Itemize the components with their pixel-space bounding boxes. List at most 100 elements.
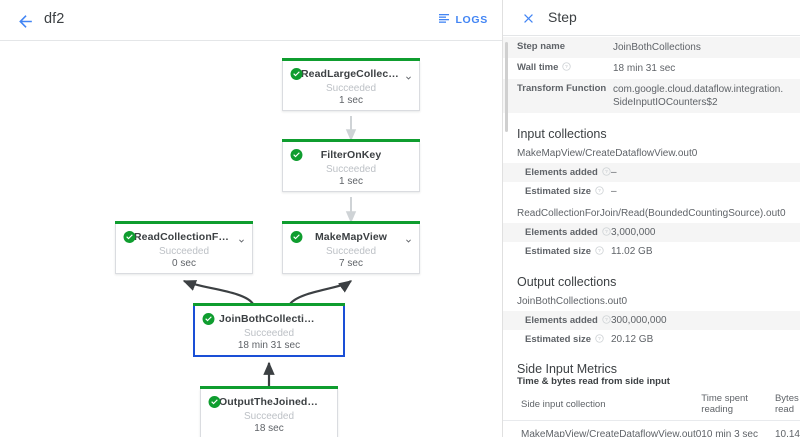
node-title: ReadLargeCollectionFr… — [301, 68, 401, 80]
metric-row: Elements added ? – — [503, 163, 800, 182]
node-header: ReadLargeCollectionFr… — [283, 64, 419, 84]
check-circle-icon — [290, 231, 303, 244]
cell-side-input-collection: MakeMapView/CreateDataflowView.out0 — [503, 420, 702, 437]
check-circle-icon — [290, 68, 303, 81]
node-status-accent — [282, 221, 420, 224]
node-elapsed-time: 7 sec — [339, 258, 363, 269]
job-graph-canvas[interactable]: ReadLargeCollectionFr… Succeeded 1 sec F… — [0, 41, 502, 437]
step-details-pane: Step Step name JoinBothCollections Wall … — [503, 0, 800, 437]
svg-text:?: ? — [605, 229, 608, 235]
side-input-metrics-table: Side input collection Time spent reading… — [503, 390, 800, 437]
svg-text:?: ? — [565, 64, 568, 70]
side-input-metrics-title: Side Input Metrics — [517, 362, 618, 376]
output-collections-title: Output collections — [517, 275, 617, 289]
side-input-metrics-subtitle: Time & bytes read from side input — [517, 376, 670, 387]
graph-edges — [182, 116, 357, 387]
node-elapsed-time: 1 sec — [339, 95, 363, 106]
chevron-down-icon[interactable] — [404, 233, 413, 243]
cell-bytes-read: 10.14 GB — [774, 420, 800, 437]
column-header-side-input-collection: Side input collection — [503, 390, 702, 421]
node-status-text: Succeeded — [243, 411, 295, 422]
panel-scrollbar[interactable] — [505, 42, 508, 132]
logs-list-icon — [438, 11, 450, 29]
step-summary-table: Step name JoinBothCollections Wall time … — [503, 37, 800, 113]
graph-node-filter-on-key[interactable]: FilterOnKey Succeeded 1 sec — [282, 139, 420, 192]
node-title: ReadCollectionForJoin — [134, 231, 234, 243]
summary-key-cell: Wall time ? — [503, 58, 613, 79]
input-collection-name: ReadCollectionForJoin/Read(BoundedCounti… — [517, 208, 786, 219]
input-collection-name: MakeMapView/CreateDataflowView.out0 — [517, 148, 698, 159]
metric-value: 11.02 GB — [611, 246, 653, 257]
graph-node-read-large-collection[interactable]: ReadLargeCollectionFr… Succeeded 1 sec — [282, 58, 420, 111]
summary-value: JoinBothCollections — [613, 42, 701, 53]
graph-node-make-map-view[interactable]: MakeMapView Succeeded 7 sec — [282, 221, 420, 274]
node-status-accent — [282, 139, 420, 142]
job-graph-pane: df2 LOGS — [0, 0, 502, 437]
close-icon[interactable] — [518, 8, 538, 28]
table-row: MakeMapView/CreateDataflowView.out0 10 m… — [503, 420, 800, 437]
metric-row: Estimated size ? 11.02 GB — [503, 242, 800, 261]
column-header-bytes-read: Bytes read — [774, 390, 800, 421]
input-collection-metrics: Elements added ? 3,000,000 Estimated siz… — [503, 223, 800, 261]
svg-text:?: ? — [605, 169, 608, 175]
metric-key-cell: Elements added ? — [503, 311, 611, 330]
metric-key-cell: Elements added ? — [503, 163, 611, 182]
metric-value: – — [611, 186, 617, 197]
node-elapsed-time: 18 min 31 sec — [237, 340, 301, 351]
top-app-bar: df2 LOGS — [0, 0, 502, 41]
node-header: FilterOnKey — [283, 145, 419, 165]
column-header-time-spent-reading: Time spent reading — [701, 390, 775, 421]
node-status-text: Succeeded — [325, 83, 377, 94]
step-panel-body: Step name JoinBothCollections Wall time … — [503, 37, 800, 437]
svg-text:?: ? — [598, 336, 601, 342]
output-collection-name: JoinBothCollections.out0 — [517, 296, 628, 307]
summary-key: Step name — [517, 41, 566, 52]
metric-row: Estimated size ? 20.12 GB — [503, 330, 800, 349]
graph-node-output-the-joined-collection[interactable]: OutputTheJoinedCollec… Succeeded 18 sec — [200, 386, 338, 437]
metric-key: Elements added — [525, 227, 598, 238]
node-title: JoinBothCollections — [219, 313, 319, 325]
metric-row: Elements added ? 3,000,000 — [503, 223, 800, 242]
node-status-accent — [200, 386, 338, 389]
check-circle-icon — [208, 396, 221, 409]
metric-key: Estimated size — [525, 246, 591, 257]
node-header: ReadCollectionForJoin — [116, 227, 252, 247]
step-panel-title: Step — [548, 9, 577, 25]
cell-time-spent-reading: 10 min 3 sec — [701, 420, 775, 437]
graph-node-join-both-collections[interactable]: JoinBothCollections Succeeded 18 min 31 … — [193, 303, 345, 357]
node-status-accent — [282, 58, 420, 61]
table-header-row: Side input collection Time spent reading… — [503, 390, 800, 421]
summary-key-cell: Transform Function — [503, 79, 613, 113]
graph-node-read-collection-for-join[interactable]: ReadCollectionForJoin Succeeded 0 sec — [115, 221, 253, 274]
node-elapsed-time: 0 sec — [172, 258, 196, 269]
node-header: MakeMapView — [283, 227, 419, 247]
node-status-text: Succeeded — [243, 328, 295, 339]
node-header: JoinBothCollections — [195, 309, 343, 329]
summary-value: 18 min 31 sec — [613, 63, 676, 74]
summary-key-cell: Step name — [503, 37, 613, 58]
step-panel-header: Step — [503, 0, 800, 36]
node-status-accent — [193, 303, 345, 306]
logs-label: LOGS — [455, 14, 488, 26]
metric-value: 3,000,000 — [611, 227, 656, 238]
metric-key: Estimated size — [525, 334, 591, 345]
node-title: MakeMapView — [314, 231, 388, 243]
svg-text:?: ? — [598, 188, 601, 194]
back-arrow-icon[interactable] — [12, 8, 38, 34]
logs-button[interactable]: LOGS — [438, 11, 488, 29]
summary-key: Wall time — [517, 62, 559, 73]
chevron-down-icon[interactable] — [404, 70, 413, 80]
metric-row: Estimated size ? – — [503, 182, 800, 201]
check-circle-icon — [290, 149, 303, 162]
output-collection-metrics: Elements added ? 300,000,000 Estimated s… — [503, 311, 800, 349]
node-status-accent — [115, 221, 253, 224]
svg-text:?: ? — [598, 248, 601, 254]
node-status-text: Succeeded — [325, 246, 377, 257]
summary-value: com.google.cloud.dataflow.integration. S… — [613, 84, 784, 108]
node-elapsed-time: 1 sec — [339, 176, 363, 187]
metric-value: 20.12 GB — [611, 334, 654, 345]
chevron-down-icon[interactable] — [237, 233, 246, 243]
summary-row: Transform Function com.google.cloud.data… — [503, 79, 800, 113]
node-header: OutputTheJoinedCollec… — [201, 392, 337, 412]
